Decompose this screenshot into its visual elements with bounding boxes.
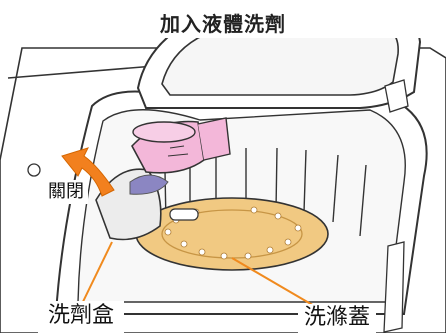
machine-indicator-icon: [27, 163, 41, 177]
machine-side-handle: [383, 241, 405, 333]
label-cover: 洗滌蓋: [298, 304, 377, 335]
detergent-liquid: [129, 174, 169, 195]
wash-cover: [135, 197, 329, 271]
wash-cover-slot: [169, 208, 199, 221]
measuring-cup: [131, 117, 231, 174]
close-arrow-icon: [61, 147, 115, 197]
lid-window: [161, 38, 399, 96]
leader-line-detergent-box: [77, 241, 113, 313]
label-close: 關閉: [44, 180, 88, 204]
label-detergent-box: 洗劑盒: [38, 301, 125, 333]
diagram-title: 加入液體洗劑: [160, 12, 286, 36]
lid-hinge: [384, 79, 409, 113]
washing-machine-illustration: [0, 38, 446, 333]
